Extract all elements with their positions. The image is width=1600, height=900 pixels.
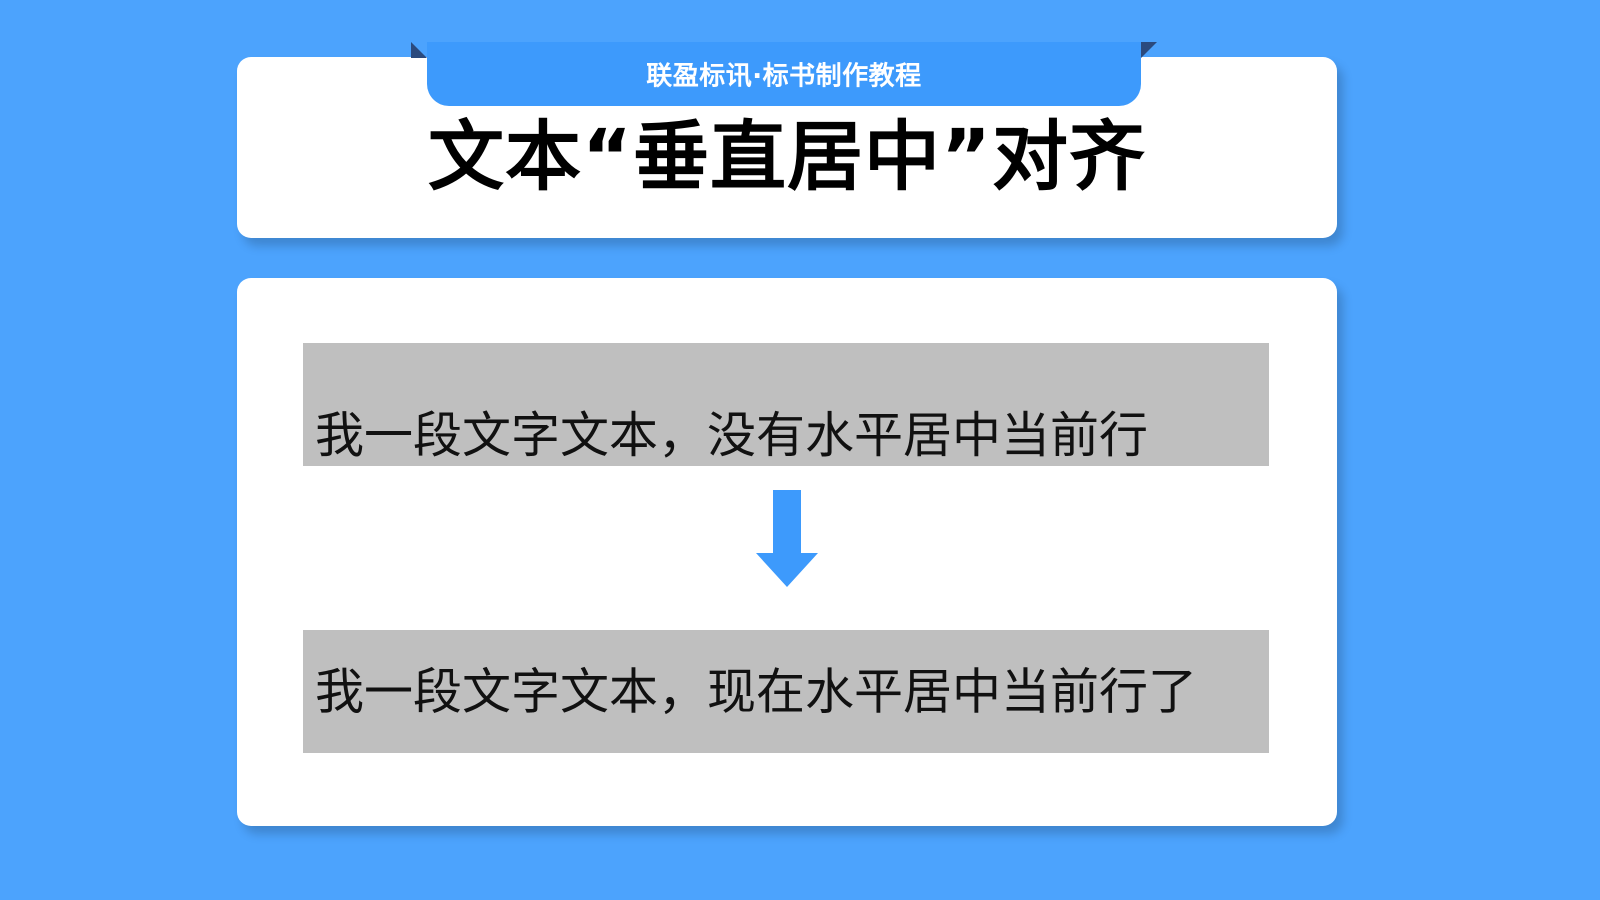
- down-arrow-icon: [756, 490, 818, 587]
- demo-text-after: 我一段文字文本，现在水平居中当前行了: [315, 663, 1198, 720]
- content-card: 我一段文字文本，没有水平居中当前行 我一段文字文本，现在水平居中当前行了: [237, 278, 1337, 826]
- page-title: 文本“垂直居中”对齐: [428, 112, 1146, 201]
- arrow-head: [756, 553, 818, 587]
- arrow-shaft: [773, 490, 801, 556]
- demo-box-after: 我一段文字文本，现在水平居中当前行了: [303, 630, 1269, 753]
- demo-box-before: 我一段文字文本，没有水平居中当前行: [303, 343, 1269, 466]
- ribbon-label: 联盈标讯·标书制作教程: [646, 61, 922, 92]
- demo-text-before: 我一段文字文本，没有水平居中当前行: [315, 407, 1149, 464]
- ribbon-banner: 联盈标讯·标书制作教程: [411, 42, 1157, 106]
- ribbon-right-notch-icon: [1141, 42, 1157, 58]
- ribbon-body: 联盈标讯·标书制作教程: [427, 42, 1141, 106]
- ribbon-left-notch-icon: [411, 42, 427, 58]
